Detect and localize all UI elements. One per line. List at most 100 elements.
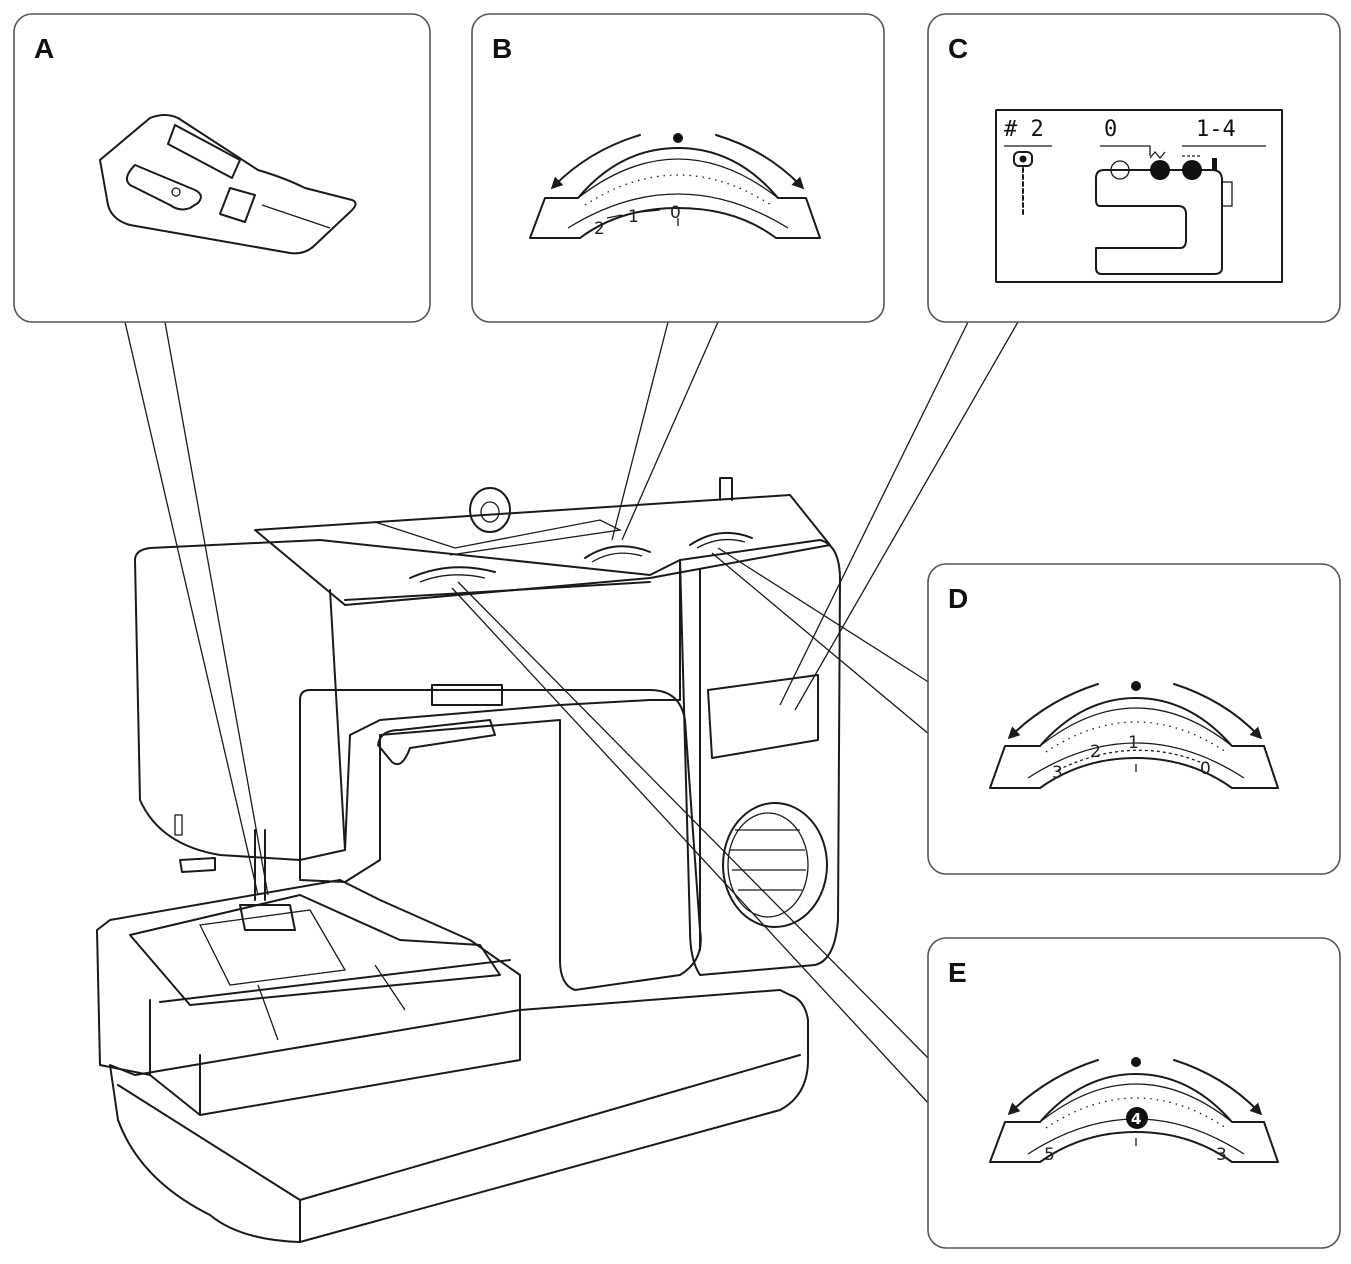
panel-c-letter: C (948, 33, 968, 64)
panel-e-letter: E (948, 957, 967, 988)
handwheel (722, 802, 828, 928)
machine-dial-d-inner (696, 538, 746, 549)
dial-e-arrow-left (1007, 1059, 1099, 1116)
foot-sole (99, 114, 357, 255)
foot-screw (171, 187, 181, 197)
lcd-indicator-3 (1182, 160, 1202, 180)
tension-dial-icon: 5 4 3 (989, 1057, 1279, 1165)
dial-d-mark-3: 1 (1128, 733, 1139, 753)
machine-dial-e-inner (419, 574, 486, 583)
dial-b-mark-1: 2 (594, 219, 605, 239)
dial-d-mark-1: 3 (1052, 763, 1063, 783)
lcd-indicator-1 (1110, 160, 1130, 180)
dial-d-index-dot (1131, 681, 1141, 691)
machine-dial-e (409, 566, 496, 579)
lcd-frame (995, 109, 1283, 283)
dial-d-arrow-left (1007, 683, 1099, 740)
panel-b-frame (471, 13, 885, 323)
lcd-indicator-4 (1212, 158, 1217, 170)
lcd-stitch-width: 0 (1104, 117, 1117, 142)
panel-b-letter: B (492, 33, 512, 64)
handwheel-rim (727, 812, 809, 918)
foot-groove (261, 204, 331, 229)
machine-base-edge (117, 1054, 801, 1201)
machine-dial-b (584, 545, 651, 559)
presser-foot-icon (99, 114, 357, 255)
machine-free-arm (96, 879, 521, 1116)
panel-c: C # 2 0 1-4 (927, 13, 1341, 323)
dial-d-arrow-right (1173, 683, 1263, 740)
dial-d-outer-ring (1039, 707, 1233, 747)
panel-a-letter: A (34, 33, 54, 64)
callout-b-left (611, 321, 669, 541)
dial-d-inner-ring (1027, 742, 1245, 779)
foot-needle-slot (219, 187, 256, 223)
dial-e-selected-badge (1126, 1107, 1148, 1129)
lcd-stitch-length: 1-4 (1196, 117, 1236, 142)
dial-b-housing (529, 147, 821, 239)
lcd-display-icon: # 2 0 1-4 (995, 109, 1283, 283)
stitch-length-dial-icon: 3 2 1 0 (989, 681, 1279, 789)
panel-a: A (13, 13, 431, 323)
machine-lcd-window (707, 674, 819, 759)
dial-d-dotted-scale (1057, 749, 1201, 771)
handwheel-grip (730, 829, 806, 891)
foot-shank (167, 124, 241, 179)
callout-a-right (164, 321, 269, 896)
lcd-pattern-number: # 2 (1004, 117, 1044, 142)
thread-path (374, 519, 623, 556)
dial-e-mark-1: 5 (1044, 1145, 1055, 1165)
callout-c-left (779, 321, 969, 706)
panel-e-frame (927, 937, 1341, 1249)
callout-a-left (124, 321, 259, 896)
lcd-foot-dot (1019, 155, 1027, 163)
lcd-underlines (1004, 145, 1266, 156)
stitch-selector (431, 684, 503, 706)
dial-b-mark-3: 0 (670, 203, 681, 223)
panel-e: E 5 4 3 (927, 937, 1341, 1249)
dial-b-zigzag-marks (606, 209, 661, 219)
panel-a-frame (13, 13, 431, 323)
dial-b-outer-ring (577, 158, 779, 199)
dial-e-index-dot (1131, 1057, 1141, 1067)
dial-b-inner-ring (567, 193, 789, 229)
plate-seam-2 (374, 964, 406, 1011)
bobbin-cover (199, 909, 347, 986)
dial-b-index-dot (673, 133, 683, 143)
machine-base (109, 989, 809, 1243)
dial-b-arrow-left (550, 134, 641, 190)
presser-lifter (179, 857, 216, 873)
panel-d-letter: D (948, 583, 968, 614)
callout-lines (124, 321, 1019, 1106)
plate-seam-1 (257, 984, 279, 1041)
lcd-machine-silhouette (1095, 169, 1223, 275)
panel-d: D 3 2 1 0 (927, 563, 1341, 875)
thread-cutter-lever (377, 719, 496, 766)
machine-dial-d (689, 531, 753, 546)
spool-center (480, 501, 500, 523)
dial-d-mark-4: 0 (1200, 759, 1211, 779)
dial-e-mark-3: 3 (1216, 1145, 1227, 1165)
machine-upper-arm (134, 539, 681, 861)
needle-bar (254, 829, 266, 901)
needle-plate (129, 894, 501, 1006)
sewing-machine-icon (96, 477, 841, 1243)
callout-d-bottom (711, 552, 931, 736)
callout-e-bottom (451, 587, 931, 1106)
machine-pillar (679, 539, 841, 976)
machine-dial-b-inner (591, 552, 643, 563)
dial-e-arrow-right (1173, 1059, 1263, 1116)
spool (469, 487, 511, 533)
face-plate-edge (329, 589, 346, 851)
bulb-slot (174, 814, 183, 836)
callout-c-right (794, 321, 1019, 711)
lcd-foot-icon (1013, 151, 1033, 167)
lcd-handwheel (1221, 181, 1233, 207)
lcd-indicator-2 (1150, 160, 1170, 180)
presser-foot-mounted (239, 904, 296, 931)
panel-d-frame (927, 563, 1341, 875)
panel-c-frame (927, 13, 1341, 323)
lcd-zigzag-mark (1149, 150, 1166, 160)
dial-e-housing (989, 1073, 1279, 1163)
